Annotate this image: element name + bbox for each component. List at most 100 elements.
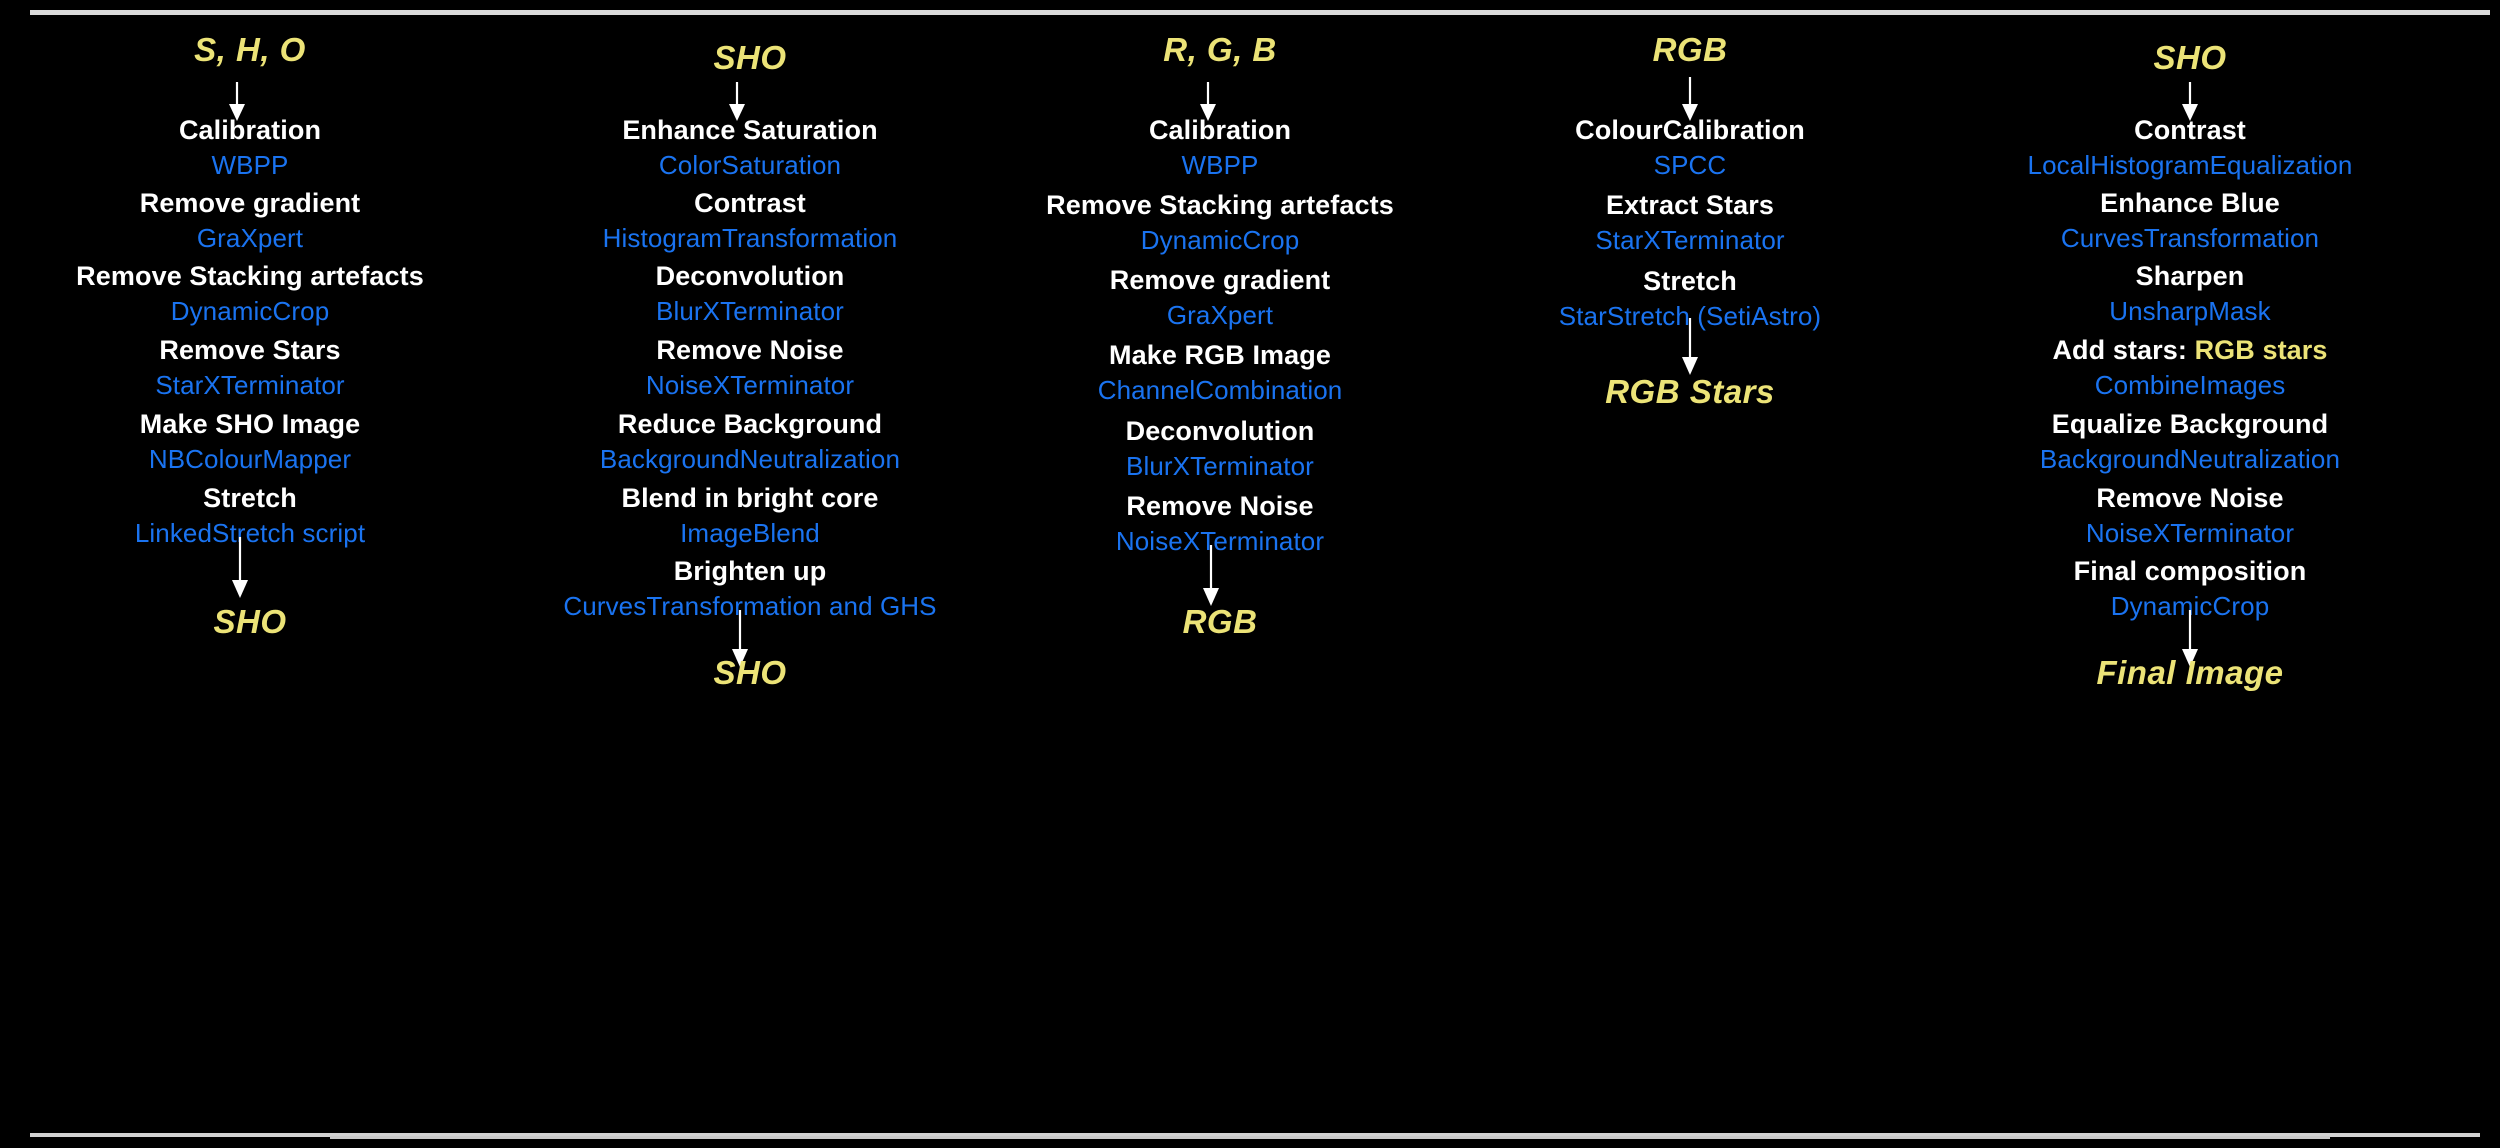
step-node: Equalize Background BackgroundNeutraliza… — [1940, 409, 2440, 474]
step-title: Make SHO Image — [139, 409, 361, 439]
column-terminal-output: SHO — [713, 654, 787, 691]
flow-arrow-icon — [1677, 77, 1703, 122]
step-tool: BackgroundNeutralization — [2039, 444, 2341, 474]
step-node: Blend in bright core ImageBlend — [500, 483, 1000, 547]
step-title: Remove Noise — [1126, 491, 1314, 521]
step-tool: DynamicCrop — [1140, 225, 1300, 255]
step-tool: UnsharpMask — [2109, 296, 2271, 326]
step-tool: WBPP — [211, 150, 289, 180]
flow-arrow-icon — [227, 537, 253, 599]
step-title: Make RGB Image — [1109, 340, 1331, 370]
step-node: Remove Stars StarXTerminator — [0, 335, 500, 399]
workflow-column-sho-nonlinear: SHO Enhance Saturation ColorSaturation C… — [500, 0, 1000, 1148]
step-title: Equalize Background — [2051, 409, 2329, 439]
step-title-accent: RGB stars — [2194, 335, 2328, 365]
step-node: Reduce Background BackgroundNeutralizati… — [500, 409, 1000, 474]
step-tool: ChannelCombination — [1097, 375, 1343, 405]
step-node: Remove Noise NoiseXTerminator — [1940, 483, 2440, 548]
step-title: Calibration — [178, 115, 322, 145]
step-title-text: Add stars: — [2052, 335, 2195, 365]
flow-arrow-icon — [2177, 82, 2203, 122]
step-title: Remove Noise — [2096, 483, 2284, 513]
column-header: SHO — [2153, 39, 2227, 76]
flow-arrow-icon — [1195, 82, 1221, 122]
column-terminal-output: RGB — [1182, 603, 1258, 640]
step-tool: NoiseXTerminator — [1115, 526, 1325, 556]
step-title: Remove Noise — [656, 335, 844, 365]
step-tool: StarXTerminator — [1595, 225, 1785, 255]
step-tool: LocalHistogramEqualization — [2027, 150, 2353, 180]
bottom-divider-rule — [30, 1133, 2480, 1137]
step-title: Final composition — [2073, 556, 2307, 586]
step-tool: CurvesTransformation and GHS — [563, 591, 937, 621]
step-node: ColourCalibration SPCC — [1440, 115, 1940, 180]
step-node: Deconvolution BlurXTerminator — [500, 263, 1000, 326]
step-title: Remove gradient — [139, 188, 361, 218]
step-node-add-stars: Add stars: RGB stars CombineImages — [1940, 337, 2440, 400]
step-title: Reduce Background — [617, 409, 883, 439]
step-node: Remove Stacking artefacts DynamicCrop — [1000, 190, 1440, 255]
step-title: Blend in bright core — [621, 483, 879, 513]
step-node: Brighten up CurvesTransformation and GHS — [500, 556, 1000, 621]
step-node: Remove Noise NoiseXTerminator — [1000, 491, 1440, 556]
step-tool: BlurXTerminator — [656, 296, 844, 326]
step-node: Calibration WBPP — [1000, 117, 1440, 180]
step-tool: CombineImages — [2094, 370, 2286, 400]
step-title: Remove Stacking artefacts — [76, 261, 424, 291]
workflow-column-sho-linear: S, H, O Calibration WBPP Remove gradient… — [0, 0, 500, 1148]
step-title: Brighten up — [673, 556, 827, 586]
flow-arrow-icon — [724, 82, 750, 122]
step-node: Deconvolution BlurXTerminator — [1000, 416, 1440, 480]
step-tool: BackgroundNeutralization — [599, 444, 901, 474]
column-header: RGB — [1652, 31, 1728, 68]
column-header: R, G, B — [1163, 31, 1277, 68]
step-node: Make RGB Image ChannelCombination — [1000, 340, 1440, 405]
column-terminal-output: SHO — [213, 603, 287, 640]
step-node: Remove Stacking artefacts DynamicCrop — [0, 261, 500, 325]
column-header: SHO — [713, 39, 787, 76]
step-tool: ColorSaturation — [658, 150, 842, 180]
step-tool: NoiseXTerminator — [2085, 518, 2295, 548]
step-title: Add stars: RGB stars — [1940, 337, 2440, 364]
workflow-column-rgb-stars: RGB ColourCalibration SPCC Extract Stars… — [1440, 0, 1940, 1148]
step-title: Sharpen — [2135, 261, 2245, 291]
step-node: Enhance Saturation ColorSaturation — [500, 115, 1000, 180]
step-title: Stretch — [1643, 266, 1737, 296]
step-node: Sharpen UnsharpMask — [1940, 261, 2440, 326]
step-title: Deconvolution — [1125, 416, 1315, 446]
step-node: Remove gradient GraXpert — [1000, 265, 1440, 330]
step-node: Stretch LinkedStretch script — [0, 483, 500, 548]
step-tool: CurvesTransformation — [2060, 223, 2320, 253]
flow-arrow-icon — [224, 82, 250, 122]
column-terminal-output: Final Image — [2096, 654, 2284, 691]
step-tool: GraXpert — [196, 223, 304, 253]
step-node: Contrast LocalHistogramEqualization — [1940, 115, 2440, 180]
step-title: Remove gradient — [1109, 265, 1331, 295]
step-node: Remove gradient GraXpert — [0, 188, 500, 253]
top-divider-rule — [30, 10, 2490, 15]
step-tool: WBPP — [1181, 150, 1259, 180]
step-title: Remove Stacking artefacts — [1046, 190, 1394, 220]
step-tool: HistogramTransformation — [602, 223, 898, 253]
step-title: Enhance Blue — [2100, 188, 2280, 218]
flow-arrow-icon — [727, 610, 753, 668]
column-header: S, H, O — [194, 31, 306, 68]
step-title: Stretch — [203, 483, 297, 513]
step-tool: NBColourMapper — [148, 444, 352, 474]
flow-arrow-icon — [1677, 318, 1703, 376]
step-tool: LinkedStretch script — [134, 518, 366, 548]
step-title: ColourCalibration — [1575, 115, 1805, 145]
step-title: Contrast — [2134, 115, 2246, 145]
step-node: Contrast HistogramTransformation — [500, 190, 1000, 253]
step-node: Enhance Blue CurvesTransformation — [1940, 188, 2440, 253]
step-title: Enhance Saturation — [622, 115, 878, 145]
step-title: Remove Stars — [159, 335, 341, 365]
step-node: Make SHO Image NBColourMapper — [0, 409, 500, 474]
step-node: Remove Noise NoiseXTerminator — [500, 335, 1000, 399]
workflow-column-rgb-linear: R, G, B Calibration WBPP Remove Stacking… — [1000, 0, 1440, 1148]
step-tool: GraXpert — [1166, 300, 1274, 330]
step-title: Extract Stars — [1606, 190, 1774, 220]
step-tool: SPCC — [1653, 150, 1727, 180]
